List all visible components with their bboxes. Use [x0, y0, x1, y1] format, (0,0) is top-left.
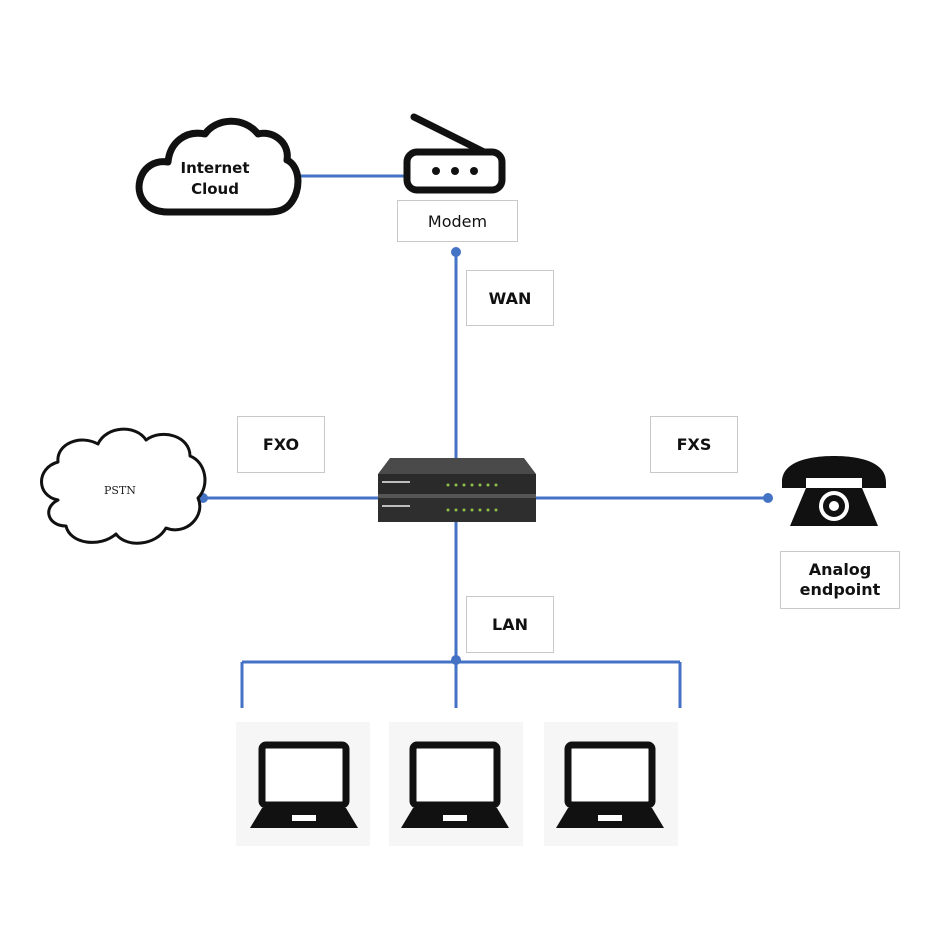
internet-cloud-label: Internet Cloud: [172, 158, 258, 200]
lan-label: LAN: [466, 596, 554, 653]
analog-label-line2: endpoint: [799, 580, 881, 599]
laptop-icon-1: [236, 722, 370, 846]
telephone-icon: [782, 456, 886, 526]
laptop-icon-2: [389, 722, 523, 846]
modem-label: Modem: [397, 200, 518, 242]
analog-label-line1: Analog: [808, 560, 872, 579]
pstn-cloud-icon: [40, 427, 207, 545]
internet-cloud-icon: [135, 117, 302, 216]
laptop-icon-3: [544, 722, 678, 846]
lan-junction-dot: [451, 655, 461, 665]
gateway-device-icon: [378, 458, 536, 522]
fxs-label: FXS: [650, 416, 738, 473]
modem-icon: [403, 113, 506, 194]
pstn-label: PSTN: [104, 484, 136, 497]
fxo-label: FXO: [237, 416, 325, 473]
wan-label: WAN: [466, 270, 554, 326]
wan-endpoint-dot: [451, 247, 461, 257]
internet-label-line2: Cloud: [191, 180, 239, 198]
analog-endpoint-label: Analog endpoint: [780, 551, 900, 609]
fxs-endpoint-dot: [763, 493, 773, 503]
internet-label-line1: Internet: [180, 159, 250, 177]
connection-lines: [203, 174, 768, 708]
